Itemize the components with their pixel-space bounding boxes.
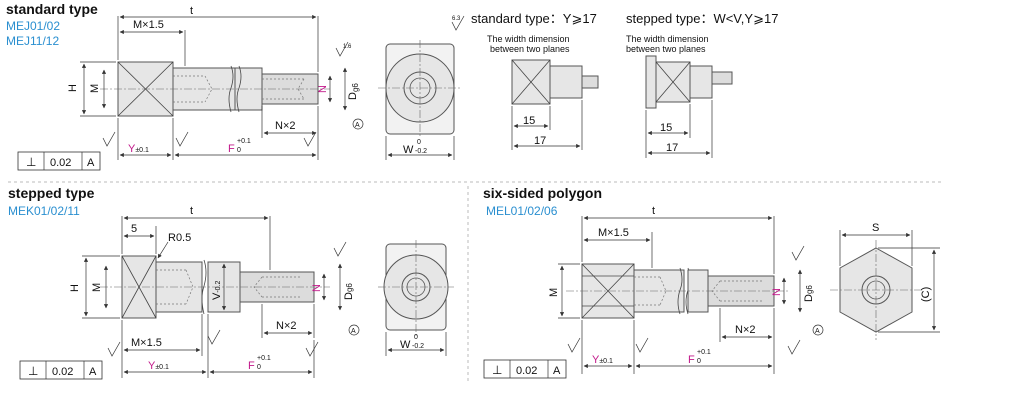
std-dim-h: H — [67, 84, 79, 92]
svg-text:Y±0.1: Y±0.1 — [592, 354, 613, 366]
note-stepped-rule: stepped type：W<V,Y⩾17 — [626, 11, 778, 26]
svg-text:The width dimension: The width dimension — [626, 34, 709, 44]
svg-text:0: 0 — [697, 358, 701, 365]
std-dim-n: N — [317, 85, 329, 93]
svg-text:A: A — [351, 328, 356, 335]
type-notes: 6.3 standard type：Y⩾17 stepped type：W<V,… — [451, 11, 778, 158]
svg-text:+0.1: +0.1 — [697, 349, 711, 356]
svg-text:⊥: ⊥ — [26, 155, 36, 169]
svg-text:6.3: 6.3 — [452, 16, 461, 22]
svg-text:0: 0 — [417, 139, 421, 146]
standard-type-title: standard type — [6, 1, 98, 17]
svg-text:15: 15 — [523, 115, 535, 127]
svg-text:-0.2: -0.2 — [415, 148, 427, 155]
svg-text:W: W — [400, 339, 411, 351]
svg-text:17: 17 — [666, 142, 678, 154]
std-dim-w: W — [403, 144, 414, 156]
svg-text:A: A — [87, 157, 95, 169]
svg-text:-0.2: -0.2 — [412, 343, 424, 350]
std-dim-m: M — [89, 84, 101, 93]
svg-text:Dg6: Dg6 — [803, 285, 815, 302]
svg-text:A: A — [89, 366, 97, 378]
std-dim-y: Y±0.1 — [128, 143, 149, 155]
hex-type-drawing: t M×1.5 M N Dg6 N×2 Y±0.1 F +0.1 0 A ⊥ 0… — [483, 205, 940, 379]
svg-text:1.6: 1.6 — [343, 44, 352, 50]
standard-code-2: MEJ11/12 — [6, 34, 59, 48]
svg-text:⊥: ⊥ — [492, 363, 502, 377]
stepped-code-1: MEK01/02/11 — [8, 204, 80, 218]
svg-text:⊥: ⊥ — [28, 364, 38, 378]
svg-text:17: 17 — [534, 135, 546, 147]
svg-text:N×2: N×2 — [276, 320, 297, 332]
svg-text:F: F — [248, 360, 255, 372]
svg-text:0: 0 — [414, 334, 418, 341]
svg-text:between two planes: between two planes — [626, 44, 706, 54]
svg-text:A: A — [553, 365, 561, 377]
stepped-type-title: stepped type — [8, 185, 95, 201]
svg-text:0: 0 — [237, 147, 241, 154]
svg-text:Y±0.1: Y±0.1 — [148, 360, 169, 372]
svg-text:N: N — [311, 284, 323, 292]
hex-dim-s: S — [872, 222, 879, 234]
std-dim-t: t — [190, 5, 193, 17]
svg-text:between two planes: between two planes — [490, 44, 570, 54]
svg-text:5: 5 — [131, 223, 137, 235]
svg-text:Dg6: Dg6 — [343, 283, 355, 300]
svg-text:H: H — [69, 284, 81, 292]
svg-text:N×2: N×2 — [735, 324, 756, 336]
svg-text:0.02: 0.02 — [52, 366, 73, 378]
svg-text:A: A — [355, 122, 360, 129]
svg-text:M×1.5: M×1.5 — [131, 337, 162, 349]
svg-text:The width dimension: The width dimension — [487, 34, 570, 44]
stp-dim-t: t — [190, 205, 193, 217]
svg-text:F: F — [688, 354, 695, 366]
stp-dim-v: V-0.2 — [211, 280, 223, 300]
svg-text:A: A — [815, 328, 820, 335]
std-tol-value: 0.02 — [50, 157, 71, 169]
svg-text:M: M — [91, 283, 103, 292]
std-dim-f: F — [228, 143, 235, 155]
std-dim-m15: M×1.5 — [133, 19, 164, 31]
stepped-type-drawing: t 5 R0.5 H M V-0.2 N Dg6 N×2 M×1.5 Y±0.1… — [19, 205, 454, 380]
std-dim-d: Dg6 — [347, 83, 360, 100]
svg-text:0.02: 0.02 — [516, 365, 537, 377]
svg-text:15: 15 — [660, 122, 672, 134]
svg-text:+0.1: +0.1 — [237, 138, 251, 145]
standard-code-1: MEJ01/02 — [6, 19, 60, 33]
hex-type-title: six-sided polygon — [483, 185, 602, 201]
svg-text:M: M — [548, 288, 560, 297]
stp-dim-r05: R0.5 — [168, 232, 191, 244]
hex-dim-c: (C) — [920, 287, 932, 302]
svg-text:t: t — [652, 205, 655, 217]
std-dim-nx2: N×2 — [275, 120, 296, 132]
svg-text:0: 0 — [257, 364, 261, 371]
note-standard-rule: standard type：Y⩾17 — [471, 11, 597, 26]
hex-code-1: MEL01/02/06 — [486, 204, 558, 218]
svg-text:M×1.5: M×1.5 — [598, 227, 629, 239]
svg-text:+0.1: +0.1 — [257, 355, 271, 362]
svg-text:N: N — [771, 288, 783, 296]
standard-type-drawing: t M×1.5 H M N Dg6 N×2 Y±0.1 F +0.1 0 1.6… — [17, 5, 462, 171]
